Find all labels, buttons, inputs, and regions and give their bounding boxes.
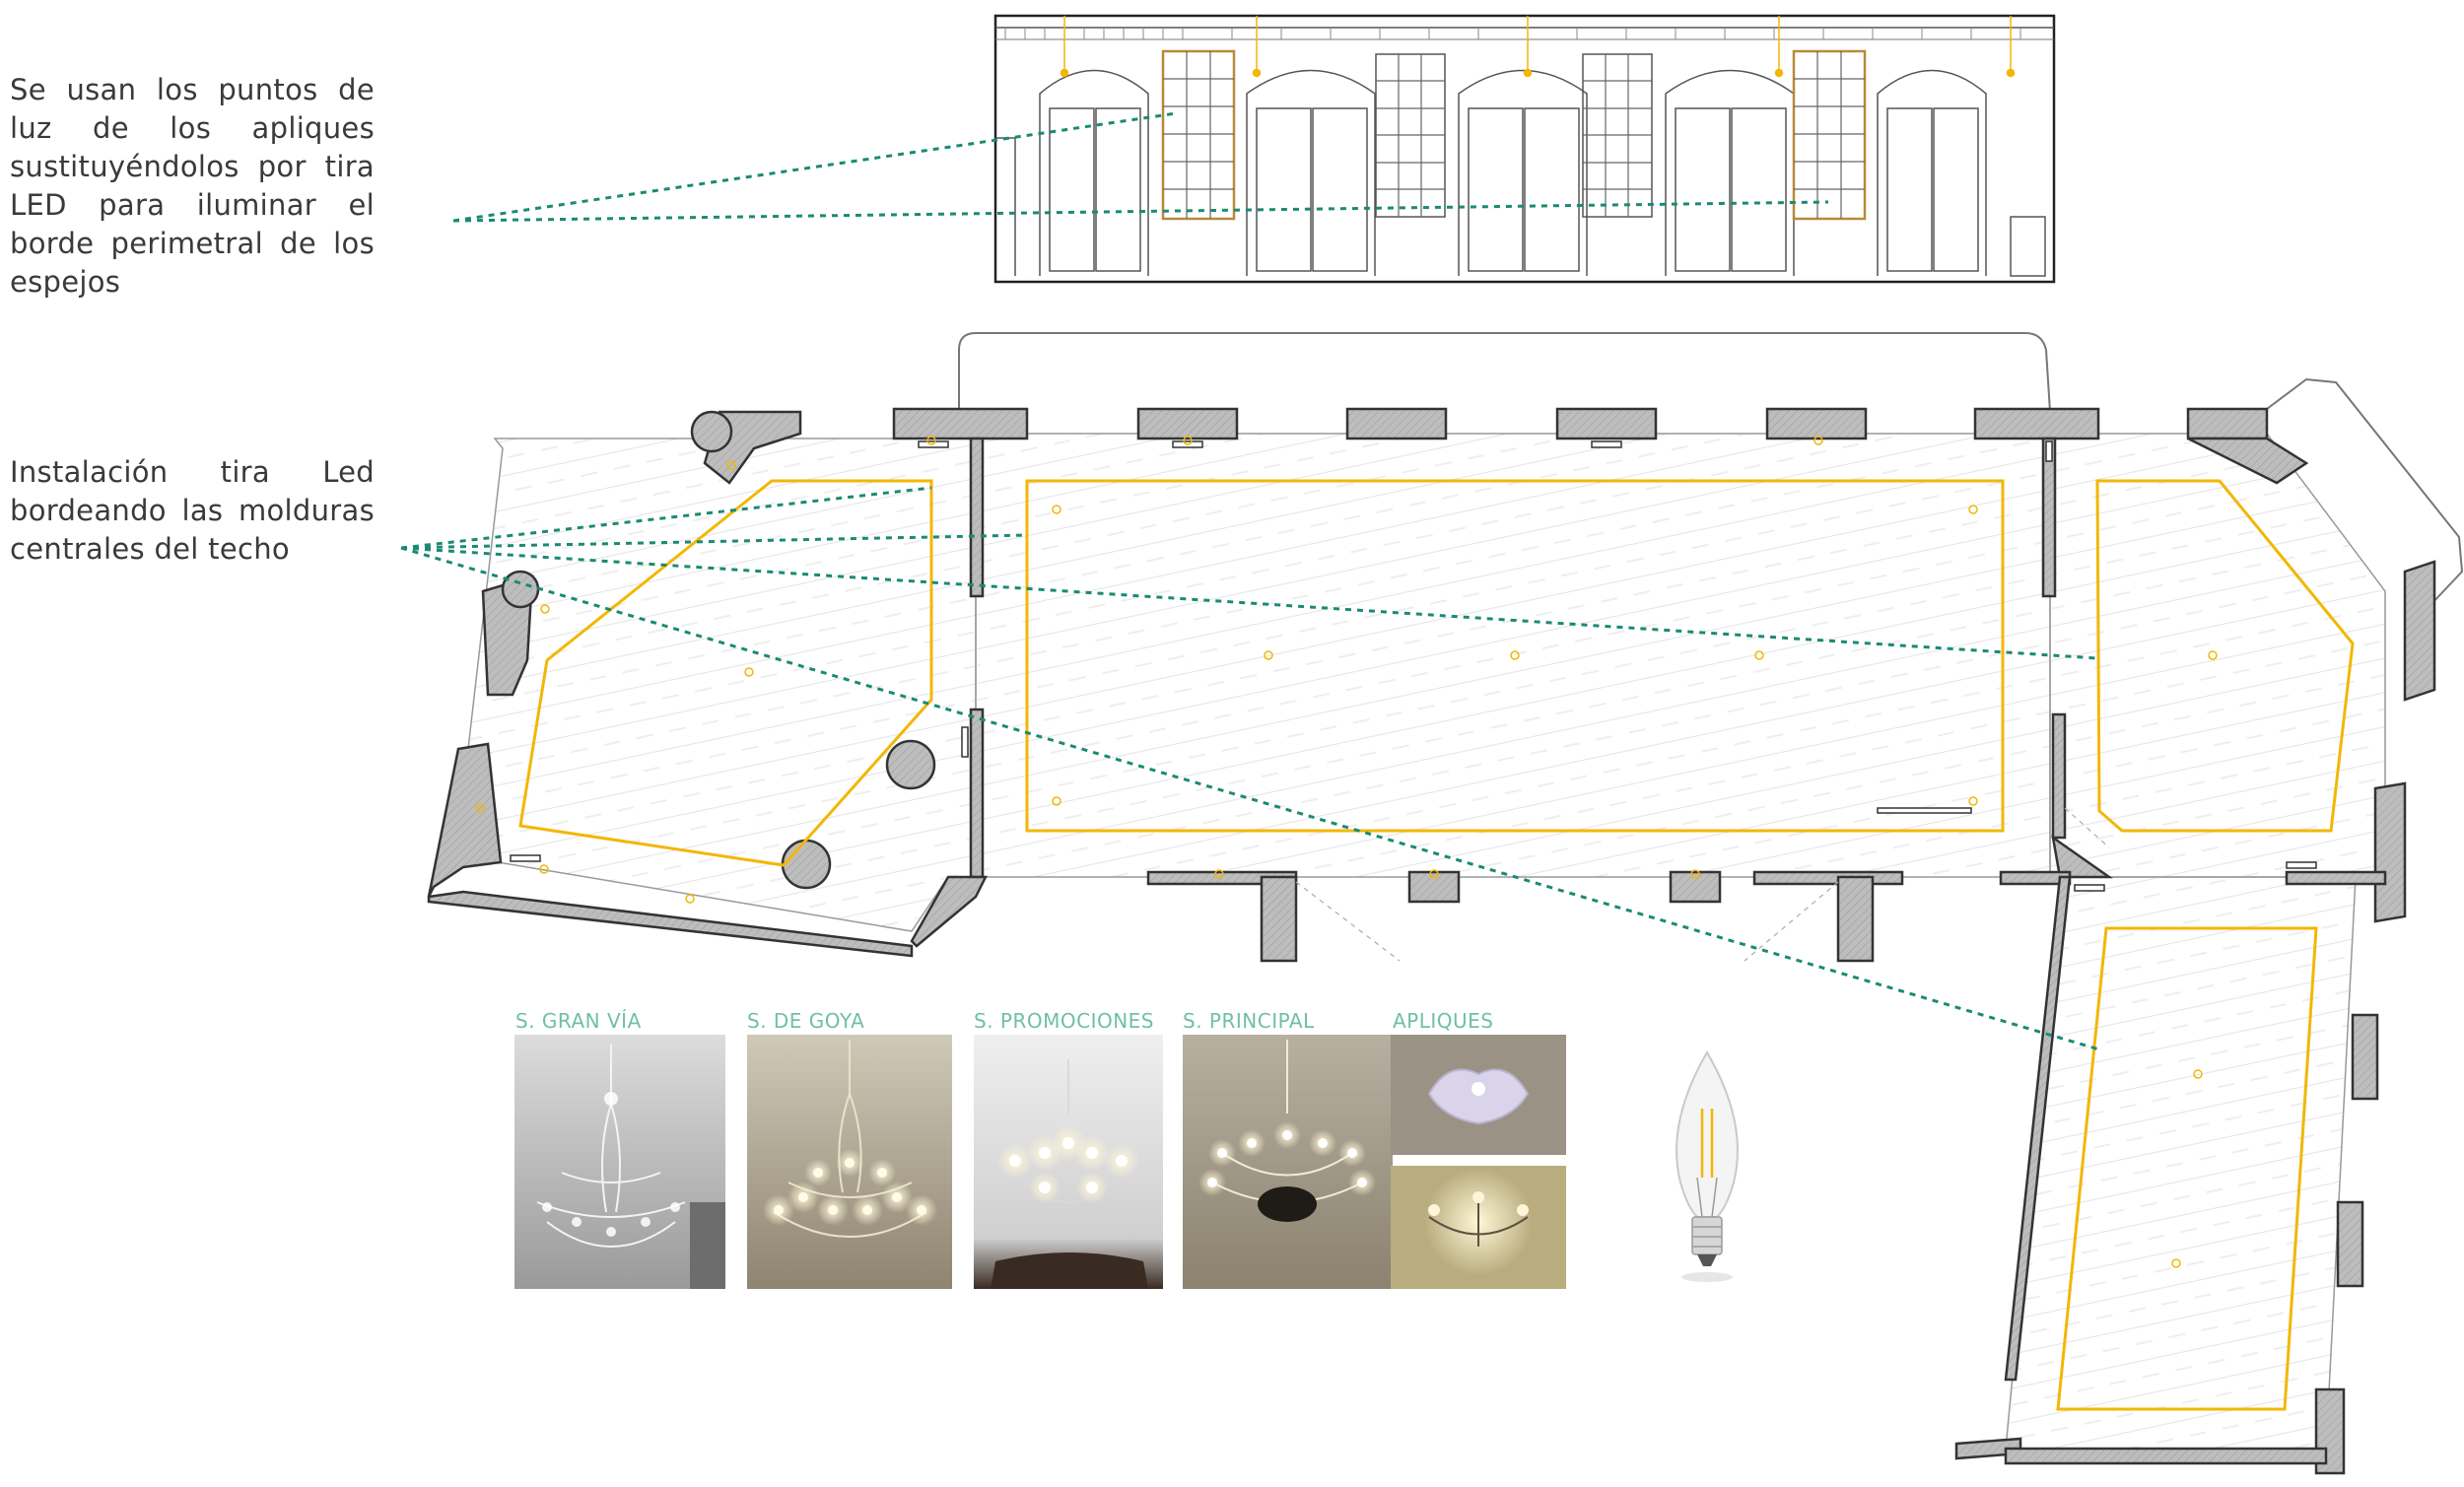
- elevation-light-points: [1060, 16, 2016, 78]
- wall-sconce-photo-2: [1391, 1166, 1566, 1289]
- led-strip-left: [518, 479, 933, 867]
- note-ceiling-led: Instalación tira Led bordeando las moldu…: [10, 455, 375, 566]
- elevation-doors: [995, 69, 2046, 277]
- led-filament-bulb-icon: [1676, 1050, 1739, 1282]
- label-gran-via: S. GRAN VÍA: [515, 1009, 642, 1033]
- label-de-goya: S. DE GOYA: [747, 1009, 864, 1033]
- chandelier-photo-de-goya: [747, 1035, 952, 1289]
- leader-lines: [400, 111, 2100, 1051]
- wall-sconce-photo-1: [1391, 1035, 1566, 1155]
- elevation-mirrors: [1161, 49, 1867, 221]
- chandelier-photo-gran-via: [514, 1035, 725, 1289]
- wall-elevation: [993, 14, 2056, 284]
- ceiling-light-points: [475, 436, 2218, 1268]
- note-mirror-lighting: Se usan los puntos de luz de los aplique…: [10, 73, 375, 299]
- led-strip-right: [2095, 479, 2355, 833]
- walls: [427, 407, 2436, 1475]
- fixture-gallery: S. GRAN VÍA S. DE GOYA S. PROMOCIONES S.…: [514, 1009, 1739, 1289]
- label-principal: S. PRINCIPAL: [1183, 1009, 1315, 1033]
- chandelier-photo-principal: [1183, 1035, 1393, 1289]
- columns: [501, 410, 936, 890]
- label-apliques: APLIQUES: [1393, 1009, 1494, 1033]
- floor-plan: [400, 111, 2464, 1475]
- led-strip-main: [1025, 479, 2005, 833]
- led-strip-lower: [2056, 926, 2318, 1411]
- chandelier-photo-promociones: [974, 1035, 1163, 1289]
- label-promociones: S. PROMOCIONES: [974, 1009, 1154, 1033]
- led-strips: [518, 479, 2355, 1411]
